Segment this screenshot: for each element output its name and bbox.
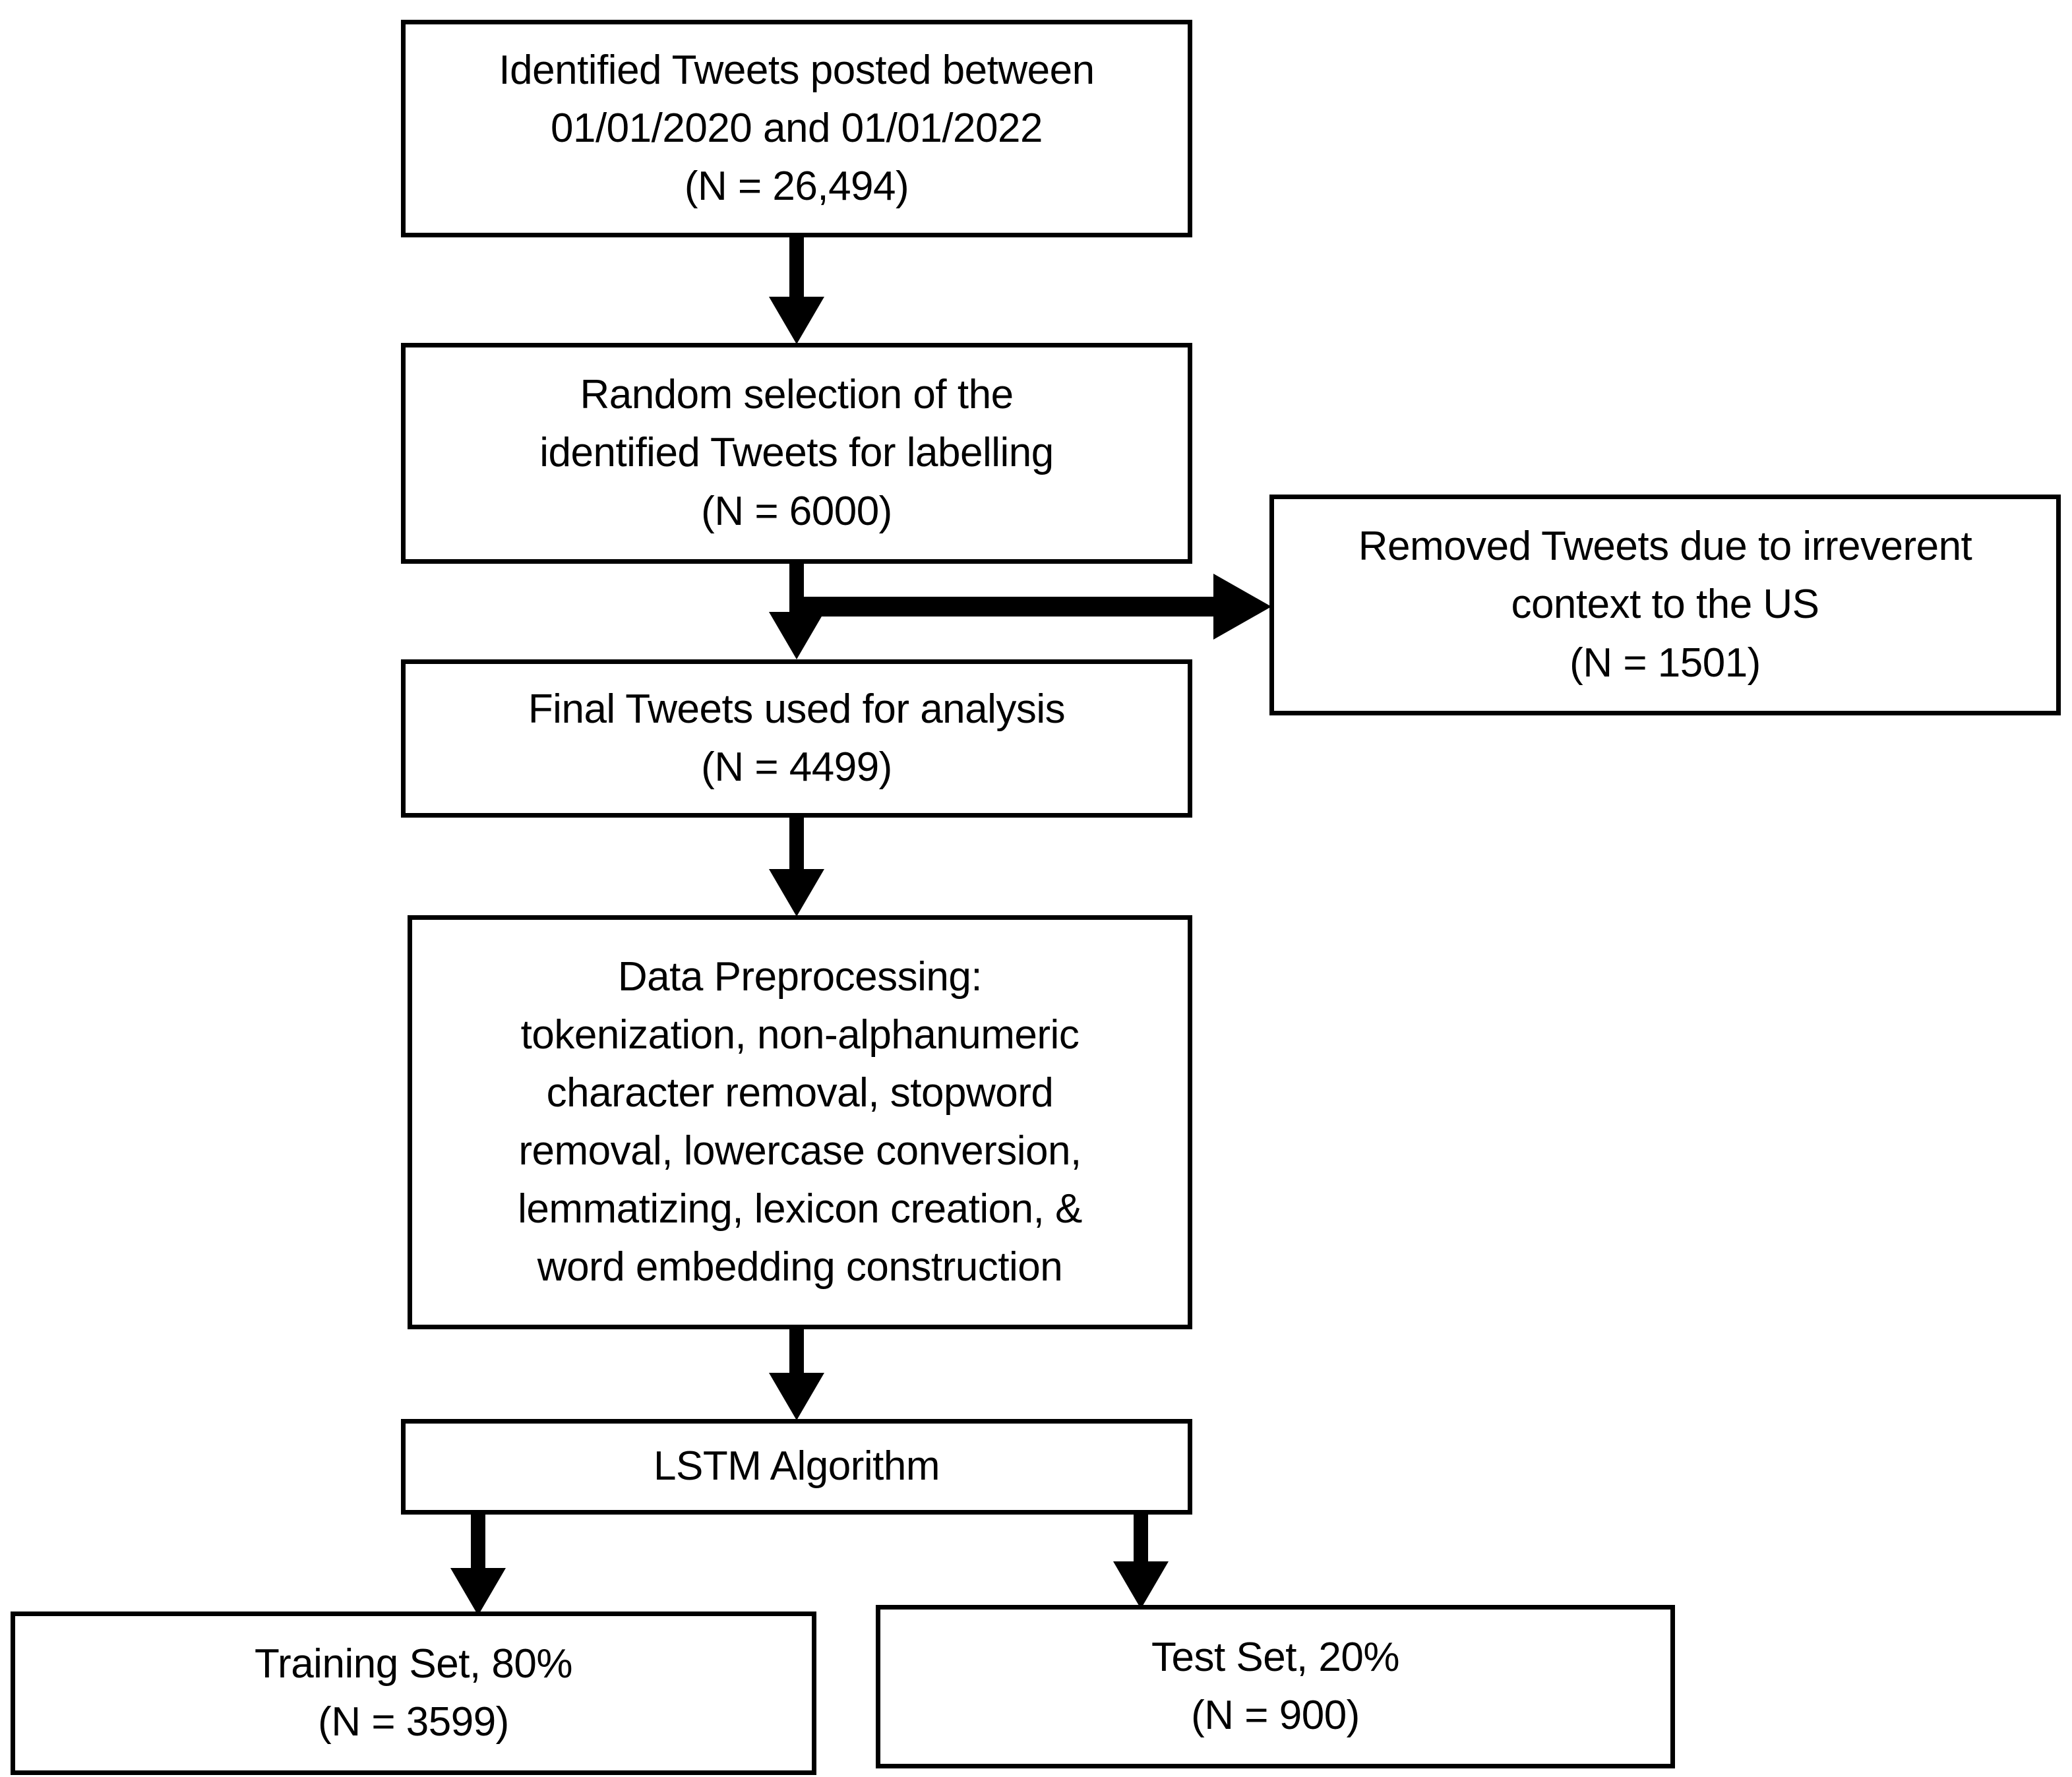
node-removed-tweets-line-3: (N = 1501): [1569, 640, 1761, 686]
arrow-down-icon: [769, 612, 824, 659]
arrow-down-icon: [769, 297, 824, 344]
arrow-right-icon: [1213, 574, 1271, 640]
node-identified-tweets-line-2: 01/01/2020 and 01/01/2022: [550, 105, 1043, 151]
node-data-preprocessing-line-3: character removal, stopword: [546, 1069, 1054, 1116]
node-test-set-line-2: (N = 900): [1191, 1693, 1360, 1738]
node-data-preprocessing-line-1: Data Preprocessing:: [617, 953, 983, 1000]
node-data-preprocessing: Data Preprocessing: tokenization, non-al…: [408, 915, 1192, 1329]
node-data-preprocessing-line-6: word embedding construction: [537, 1244, 1063, 1290]
arrow-down-icon: [769, 869, 824, 917]
node-data-preprocessing-line-5: lemmatizing, lexicon creation, &: [518, 1186, 1082, 1232]
node-test-set: Test Set, 20% (N = 900): [876, 1605, 1675, 1768]
node-final-tweets-line-2: (N = 4499): [701, 744, 892, 790]
node-training-set: Training Set, 80% (N = 3599): [11, 1611, 816, 1775]
node-final-tweets: Final Tweets used for analysis (N = 4499…: [401, 659, 1192, 818]
node-lstm-algorithm: LSTM Algorithm: [401, 1419, 1192, 1515]
node-test-set-line-1: Test Set, 20%: [1151, 1634, 1400, 1680]
connector-random-to-removed-line: [789, 597, 1225, 617]
node-training-set-line-2: (N = 3599): [318, 1699, 509, 1745]
node-data-preprocessing-line-2: tokenization, non-alphanumeric: [520, 1011, 1080, 1058]
node-data-preprocessing-line-4: removal, lowercase conversion,: [518, 1128, 1082, 1174]
arrow-down-icon: [769, 1373, 824, 1420]
connector-identified-to-random-stem: [789, 237, 804, 313]
node-identified-tweets-line-1: Identified Tweets posted between: [499, 47, 1095, 93]
node-removed-tweets-line-1: Removed Tweets due to irreverent: [1358, 524, 1972, 570]
node-identified-tweets-line-3: (N = 26,494): [684, 164, 909, 210]
node-random-selection-line-1: Random selection of the: [580, 372, 1014, 418]
arrow-down-icon: [450, 1568, 506, 1615]
node-removed-tweets: Removed Tweets due to irreverent context…: [1269, 495, 2061, 715]
node-final-tweets-line-1: Final Tweets used for analysis: [528, 686, 1066, 732]
node-random-selection-line-2: identified Tweets for labelling: [539, 430, 1054, 476]
node-identified-tweets: Identified Tweets posted between 01/01/2…: [401, 20, 1192, 237]
node-removed-tweets-line-2: context to the US: [1511, 582, 1819, 628]
arrow-down-icon: [1113, 1561, 1169, 1609]
node-lstm-algorithm-line-1: LSTM Algorithm: [653, 1443, 940, 1490]
node-training-set-line-1: Training Set, 80%: [254, 1641, 573, 1687]
node-random-selection-line-3: (N = 6000): [701, 488, 892, 534]
node-random-selection: Random selection of the identified Tweet…: [401, 343, 1192, 564]
